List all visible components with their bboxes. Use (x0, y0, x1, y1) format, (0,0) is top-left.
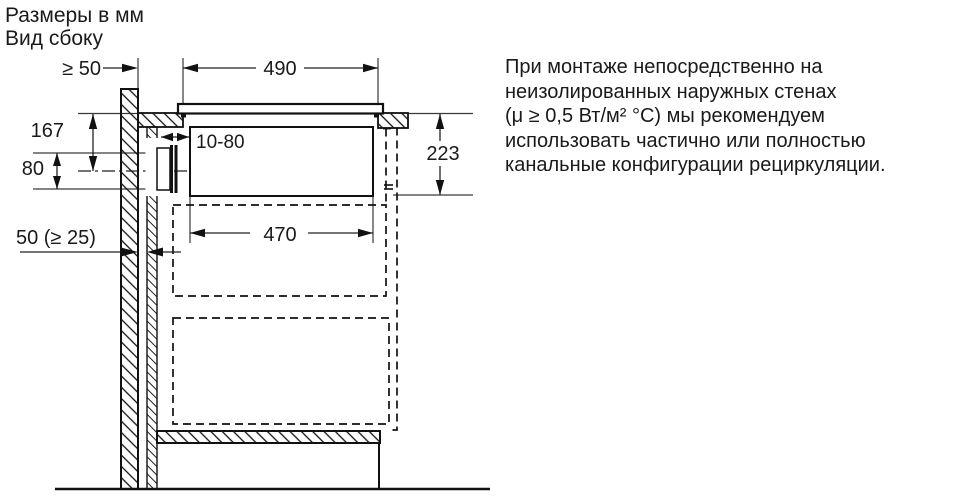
note-line: При монтаже непосредственно на (505, 56, 823, 78)
worktop-right (377, 112, 409, 129)
dim-label-body-depth: 223 (426, 143, 459, 165)
duct-flange-bar (174, 145, 178, 193)
glass-clamp-left (181, 113, 186, 118)
dim-label-body-width: 470 (263, 224, 296, 246)
worktop-left (137, 112, 184, 128)
dim-label-outlet-offset: 167 (31, 120, 64, 142)
diagram-header: Размеры в мм Вид сбоку (5, 4, 144, 50)
cabinet-bottom-shelf (156, 430, 381, 444)
dim-label-duct-adjust: 10-80 (196, 132, 245, 153)
clearance-outline-lower (172, 317, 390, 425)
view-label: Вид сбоку (5, 27, 103, 50)
dim-label-hob-top-width: 490 (263, 58, 296, 80)
dim-label-outlet-height: 80 (22, 158, 44, 180)
note-line: (μ ≥ 0,5 Вт/м² °C) мы рекомендуем (505, 105, 825, 127)
dim-label-wall-clearance: ≥ 50 (62, 58, 101, 80)
note-line: канальные конфигурации рециркуляции. (505, 154, 886, 176)
note-line: неизолированных наружных стенах (505, 80, 837, 103)
dim-label-back-gap: 50 (≥ 25) (16, 227, 96, 249)
glass-clamp-right (374, 113, 379, 118)
clearance-outline-upper (172, 204, 387, 297)
equality-mark (384, 184, 393, 190)
dim-body-width: 470 (190, 224, 373, 246)
dim-duct-adjust: 10-80 (161, 132, 245, 153)
clearance-outlines (172, 127, 398, 431)
dim-outlet-offset: 167 (31, 114, 98, 171)
back-panel-duct-opening (145, 138, 159, 196)
units-label: Размеры в мм (5, 4, 144, 27)
clearance-outline-outer (383, 127, 398, 431)
dim-hob-top-width: 490 (183, 58, 378, 80)
dim-body-depth: 223 (426, 114, 460, 195)
dim-outlet-height: 80 (22, 153, 61, 189)
installation-note: При монтаже непосредственно на неизолиро… (505, 55, 955, 178)
hob-body (189, 126, 374, 197)
wall-section (120, 88, 139, 490)
dim-back-gap: 50 (≥ 25) (16, 227, 181, 257)
dim-wall-clearance: ≥ 50 (62, 58, 138, 80)
note-line: использовать частично или полностью (505, 129, 866, 152)
duct-flange-bar (170, 145, 173, 193)
hob-glass-top (176, 102, 385, 115)
flat-duct (156, 147, 171, 191)
